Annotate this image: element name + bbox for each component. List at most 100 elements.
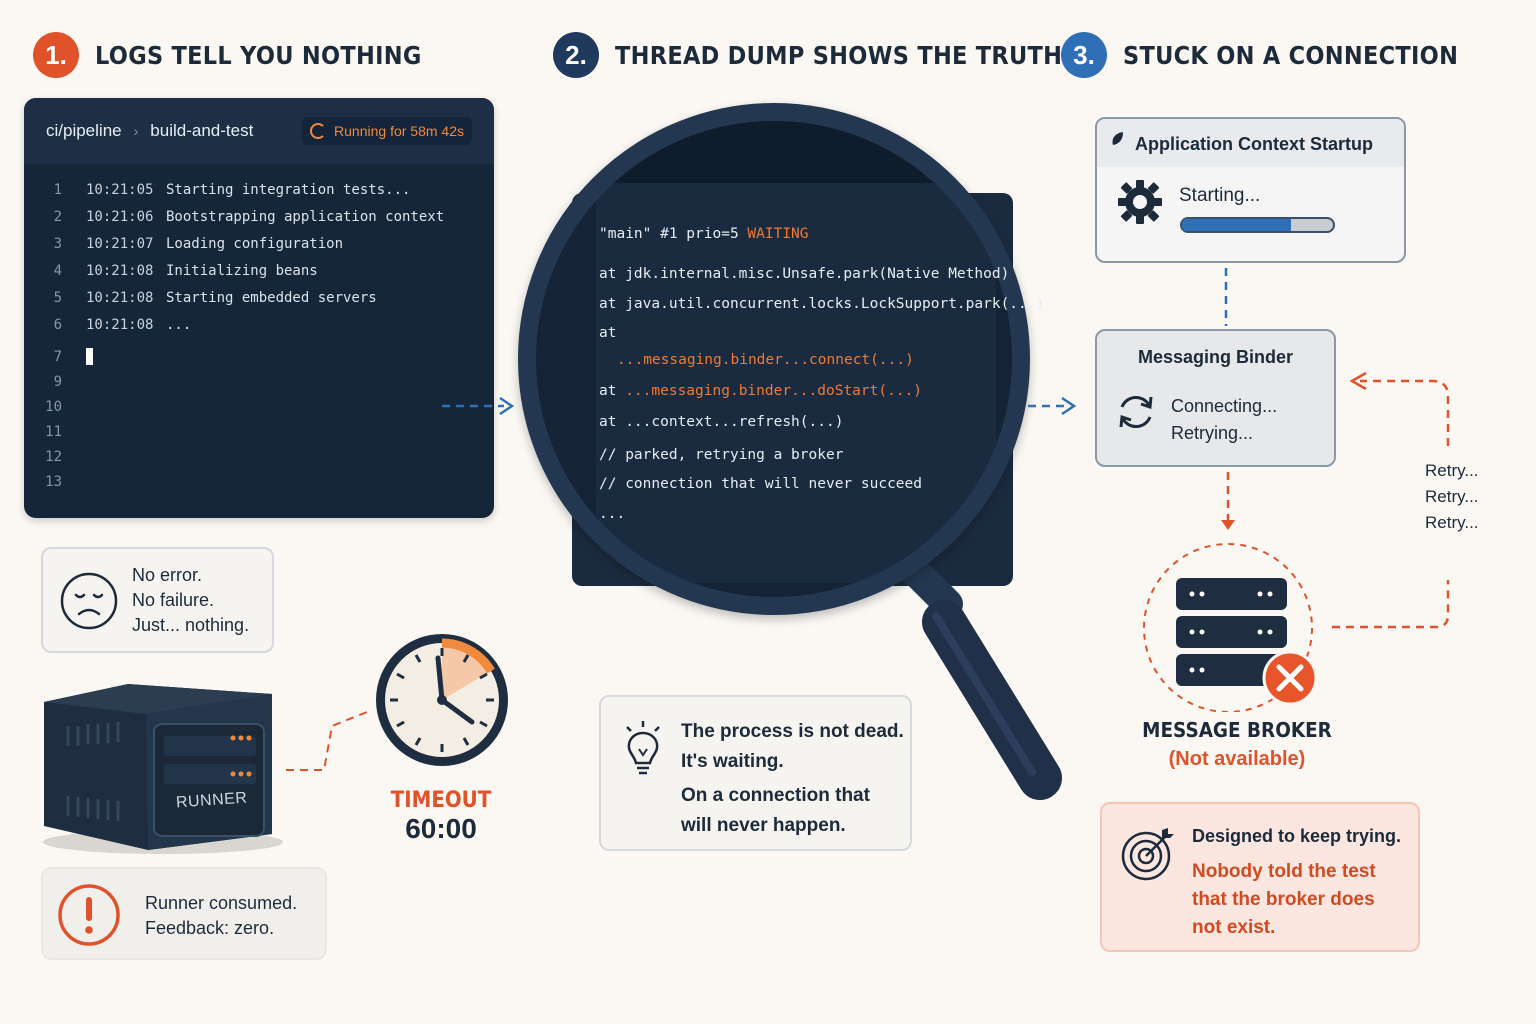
section-3-header: 3. STUCK ON A CONNECTION — [1061, 32, 1495, 78]
messaging-binder-card: Messaging Binder Connecting... Retrying.… — [1095, 329, 1336, 467]
line-number: 9 — [53, 373, 62, 390]
startup-progress-bar — [1180, 217, 1335, 233]
stack-frame-5: at ...context...refresh(...) — [599, 414, 844, 430]
terminal-to-dump-arrow — [442, 396, 515, 416]
app-context-status: Starting... — [1179, 185, 1261, 206]
insight-line-3: On a connection that — [681, 785, 870, 806]
log-message: Bootstrapping application context — [166, 208, 445, 225]
gear-icon — [1118, 180, 1162, 224]
line-number: 5 — [53, 289, 62, 306]
thread-name: "main" #1 prio=5 — [599, 226, 748, 242]
runner-consumed-card: Runner consumed. Feedback: zero. — [41, 867, 327, 960]
binder-status-connecting: Connecting... — [1171, 396, 1278, 416]
lightbulb-icon — [626, 721, 660, 775]
log-line: 4 10:21:08 Initializing beans — [24, 257, 494, 284]
job-name[interactable]: build-and-test — [150, 121, 254, 140]
design-note-line-2: Nobody told the test — [1192, 861, 1376, 882]
terminal-cursor — [86, 348, 93, 365]
section-1-number: 1. — [33, 32, 79, 78]
design-note-line-1: Designed to keep trying. — [1192, 826, 1402, 846]
runner-consumed-line-2: Feedback: zero. — [145, 918, 275, 938]
section-1-title: LOGS TELL YOU NOTHING — [95, 40, 422, 70]
log-line: 13 — [24, 469, 494, 494]
message-broker-illustration — [1143, 543, 1318, 712]
ci-terminal: ci/pipeline › build-and-test Running for… — [24, 98, 494, 518]
thread-header: "main" #1 prio=5 WAITING — [599, 226, 809, 242]
log-message: Initializing beans — [166, 262, 318, 279]
stack-frame-4-method: ...messaging.binder...doStart(...) — [625, 383, 923, 399]
timeout-title: TIMEOUT — [390, 788, 492, 813]
dump-comment-1: // parked, retrying a broker — [599, 447, 844, 463]
stack-frame-3: at — [599, 325, 617, 341]
binder-status-retrying: Retrying... — [1171, 423, 1254, 443]
leaf-icon — [1112, 132, 1123, 145]
line-number: 7 — [53, 348, 62, 365]
retry-label-2: Retry... — [1425, 487, 1479, 506]
section-1-header: 1. LOGS TELL YOU NOTHING — [33, 32, 458, 78]
dump-ellipsis: ... — [599, 506, 626, 522]
stack-frame-1: at jdk.internal.misc.Unsafe.park(Native … — [599, 266, 1010, 282]
log-timestamp: 10:21:08 — [86, 316, 154, 333]
stack-frame-4: at ...messaging.binder...doStart(...) — [599, 383, 922, 399]
log-line: 7 — [24, 344, 494, 369]
app-context-card: Application Context Startup Starting... — [1095, 117, 1406, 263]
dump-to-connection-arrow — [1028, 396, 1077, 416]
retry-label-1: Retry... — [1425, 461, 1479, 480]
line-number: 11 — [45, 423, 62, 440]
insight-line-1: The process is not dead. — [681, 721, 904, 742]
log-timestamp: 10:21:07 — [86, 235, 154, 252]
log-message: Starting integration tests... — [166, 181, 411, 198]
log-line: 9 — [24, 369, 494, 394]
line-number: 12 — [45, 448, 62, 465]
sad-face-icon — [60, 572, 118, 630]
retry-loop-connector — [1332, 371, 1450, 629]
clock-icon — [376, 634, 508, 766]
context-binder-connector — [1224, 268, 1228, 326]
log-timestamp: 10:21:08 — [86, 262, 154, 279]
log-timestamp: 10:21:08 — [86, 289, 154, 306]
stack-frame-3-method: ...messaging.binder...connect(...) — [617, 352, 914, 368]
insight-line-2: It's waiting. — [681, 751, 784, 772]
line-number: 6 — [53, 316, 62, 333]
running-status-badge: Running for 58m 42s — [302, 117, 472, 145]
startup-progress-fill — [1182, 219, 1291, 231]
broker-title: MESSAGE BROKER — [1142, 718, 1332, 742]
section-3-number: 3. — [1061, 32, 1107, 78]
log-line: 10 — [24, 394, 494, 419]
binder-title: Messaging Binder — [1137, 347, 1294, 367]
line-number: 4 — [53, 262, 62, 279]
insight-line-4: will never happen. — [681, 815, 846, 836]
terminal-header: ci/pipeline › build-and-test Running for… — [24, 98, 494, 164]
binder-broker-arrow — [1221, 472, 1235, 530]
no-error-line-2: No failure. — [132, 590, 215, 610]
design-note-line-4: not exist. — [1192, 917, 1276, 938]
log-line: 5 10:21:08 Starting embedded servers — [24, 284, 494, 311]
line-number: 2 — [53, 208, 62, 225]
stack-frame-4-at: at — [599, 383, 626, 399]
insight-card: The process is not dead. It's waiting. O… — [599, 695, 912, 851]
section-2-title: THREAD DUMP SHOWS THE TRUTH — [615, 40, 1063, 70]
runner-clock-connector — [286, 709, 373, 771]
log-message: Starting embedded servers — [166, 289, 377, 306]
section-3-title: STUCK ON A CONNECTION — [1123, 40, 1459, 70]
design-note-card: Designed to keep trying. Nobody told the… — [1100, 802, 1420, 952]
magnifier-handle-icon — [900, 560, 1062, 800]
dump-comment-2: // connection that will never succeed — [599, 476, 923, 492]
pipeline-path[interactable]: ci/pipeline — [46, 121, 122, 140]
no-error-line-3: Just... nothing. — [132, 615, 250, 635]
thread-state: WAITING — [747, 226, 809, 242]
log-message: Loading configuration — [166, 235, 344, 252]
section-2-number: 2. — [553, 32, 599, 78]
no-error-card: No error. No failure. Just... nothing. — [41, 547, 274, 653]
breadcrumb-chevron-icon: › — [133, 123, 139, 139]
runner-consumed-line-1: Runner consumed. — [145, 893, 298, 913]
runner-server-illustration — [43, 684, 283, 854]
line-number: 13 — [45, 473, 62, 490]
app-context-title: Application Context Startup — [1135, 134, 1373, 154]
log-message: ... — [166, 316, 192, 333]
stack-frame-2: at java.util.concurrent.locks.LockSuppor… — [599, 296, 1045, 312]
